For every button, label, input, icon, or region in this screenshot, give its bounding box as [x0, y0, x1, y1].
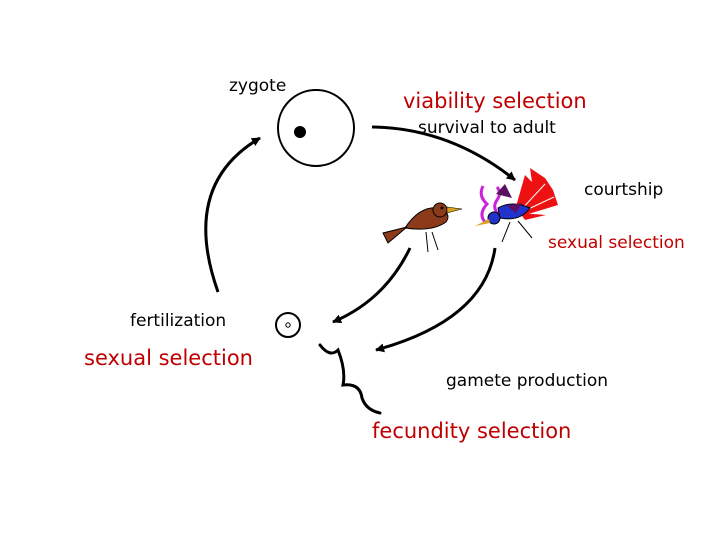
female-bird-icon	[382, 202, 463, 253]
label-sexual-selection-courtship: sexual selection	[548, 233, 685, 253]
label-gamete-production: gamete production	[446, 371, 609, 391]
egg-icon	[275, 312, 301, 338]
male-bird-icon	[475, 168, 558, 243]
label-viability-selection: viability selection	[403, 89, 587, 113]
arrow-fertilization-to-zygote	[204, 136, 261, 293]
arrow-adults-to-egg	[332, 247, 412, 324]
sperm-icon	[318, 343, 382, 415]
label-fertilization: fertilization	[130, 311, 227, 331]
label-courtship: courtship	[584, 180, 664, 200]
label-fecundity-selection: fecundity selection	[372, 419, 572, 443]
arrow-adults-to-sperm	[375, 247, 497, 353]
label-zygote: zygote	[229, 76, 287, 96]
label-survival-to-adult: survival to adult	[418, 118, 556, 138]
arrow-zygote-to-adults	[371, 125, 516, 182]
zygote-cell-icon	[277, 89, 355, 167]
label-sexual-selection-fertilization: sexual selection	[84, 346, 253, 370]
